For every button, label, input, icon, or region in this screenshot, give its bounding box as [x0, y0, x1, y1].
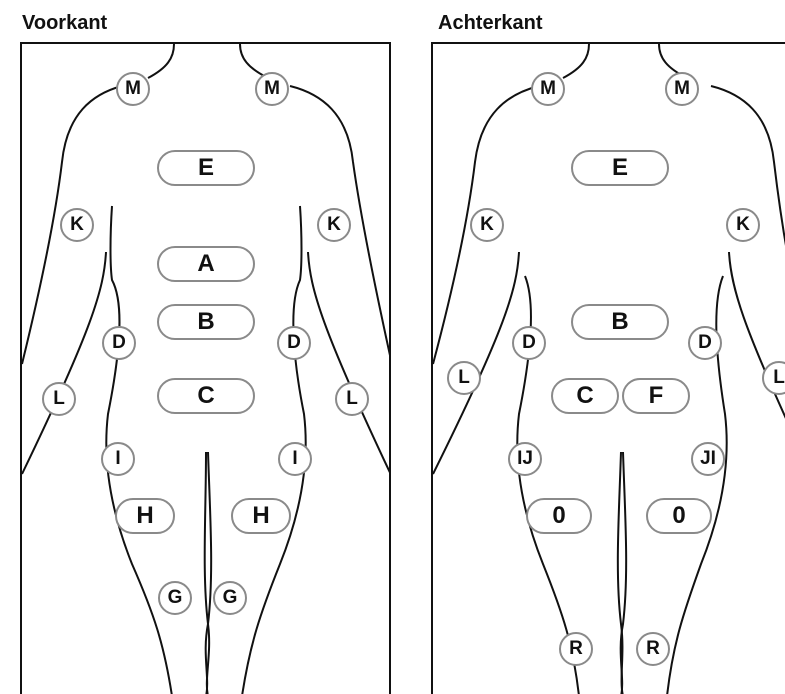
zone-label: R	[646, 638, 660, 660]
zone-label: F	[649, 382, 664, 410]
front-zone-c[interactable]: C	[157, 378, 255, 414]
back-zone-r-right[interactable]: R	[636, 632, 670, 666]
zone-label: K	[480, 214, 494, 236]
front-zone-h-right[interactable]: H	[231, 498, 291, 534]
zone-label: E	[198, 154, 214, 182]
zone-label: IJ	[517, 448, 533, 470]
zone-label: I	[292, 448, 297, 470]
back-zone-f[interactable]: F	[622, 378, 690, 414]
back-zone-e[interactable]: E	[571, 150, 669, 186]
back-zone-k-right[interactable]: K	[726, 208, 760, 242]
back-zone-ij-left[interactable]: IJ	[508, 442, 542, 476]
front-zone-e[interactable]: E	[157, 150, 255, 186]
zone-label: D	[287, 332, 301, 354]
zone-label: B	[197, 308, 214, 336]
back-zone-l-left[interactable]: L	[447, 361, 481, 395]
zone-label: C	[197, 382, 214, 410]
back-view-title: Achterkant	[438, 12, 542, 35]
front-zone-k-left[interactable]: K	[60, 208, 94, 242]
back-body-outline	[433, 44, 785, 694]
back-zone-0-left[interactable]: 0	[526, 498, 592, 534]
zone-label: K	[736, 214, 750, 236]
back-body-panel: M M E K K B D D L L C F IJ JI 0 0 R R	[431, 42, 785, 694]
zone-label: L	[346, 388, 358, 410]
zone-label: A	[197, 250, 214, 278]
front-zone-d-right[interactable]: D	[277, 326, 311, 360]
zone-label: I	[115, 448, 120, 470]
zone-label: H	[252, 502, 269, 530]
front-zone-a[interactable]: A	[157, 246, 255, 282]
front-zone-l-right[interactable]: L	[335, 382, 369, 416]
back-zone-k-left[interactable]: K	[470, 208, 504, 242]
zone-label: M	[674, 78, 690, 100]
back-zone-d-right[interactable]: D	[688, 326, 722, 360]
front-zone-k-right[interactable]: K	[317, 208, 351, 242]
front-zone-m-left[interactable]: M	[116, 72, 150, 106]
front-zone-m-right[interactable]: M	[255, 72, 289, 106]
zone-label: B	[611, 308, 628, 336]
front-view-title: Voorkant	[22, 12, 107, 35]
zone-label: D	[698, 332, 712, 354]
zone-label: R	[569, 638, 583, 660]
front-zone-d-left[interactable]: D	[102, 326, 136, 360]
front-zone-g-left[interactable]: G	[158, 581, 192, 615]
front-body-panel: M M E K K A B D D L L C I I H H G G	[20, 42, 391, 694]
zone-label: L	[773, 367, 785, 389]
zone-label: L	[458, 367, 470, 389]
front-zone-g-right[interactable]: G	[213, 581, 247, 615]
front-zone-i-left[interactable]: I	[101, 442, 135, 476]
zone-label: C	[576, 382, 593, 410]
front-zone-i-right[interactable]: I	[278, 442, 312, 476]
back-zone-m-right[interactable]: M	[665, 72, 699, 106]
zone-label: D	[522, 332, 536, 354]
zone-label: D	[112, 332, 126, 354]
back-zone-r-left[interactable]: R	[559, 632, 593, 666]
back-zone-b[interactable]: B	[571, 304, 669, 340]
front-zone-l-left[interactable]: L	[42, 382, 76, 416]
back-zone-m-left[interactable]: M	[531, 72, 565, 106]
zone-label: E	[612, 154, 628, 182]
zone-label: JI	[700, 448, 716, 470]
front-zone-h-left[interactable]: H	[115, 498, 175, 534]
back-zone-0-right[interactable]: 0	[646, 498, 712, 534]
zone-label: 0	[672, 502, 685, 530]
zone-label: G	[223, 587, 238, 609]
zone-label: M	[125, 78, 141, 100]
back-zone-ji-right[interactable]: JI	[691, 442, 725, 476]
back-zone-d-left[interactable]: D	[512, 326, 546, 360]
zone-label: L	[53, 388, 65, 410]
back-zone-c[interactable]: C	[551, 378, 619, 414]
zone-label: M	[540, 78, 556, 100]
front-body-outline	[22, 44, 391, 694]
zone-label: K	[327, 214, 341, 236]
zone-label: K	[70, 214, 84, 236]
zone-label: 0	[552, 502, 565, 530]
zone-label: G	[168, 587, 183, 609]
zone-label: M	[264, 78, 280, 100]
zone-label: H	[136, 502, 153, 530]
front-zone-b[interactable]: B	[157, 304, 255, 340]
